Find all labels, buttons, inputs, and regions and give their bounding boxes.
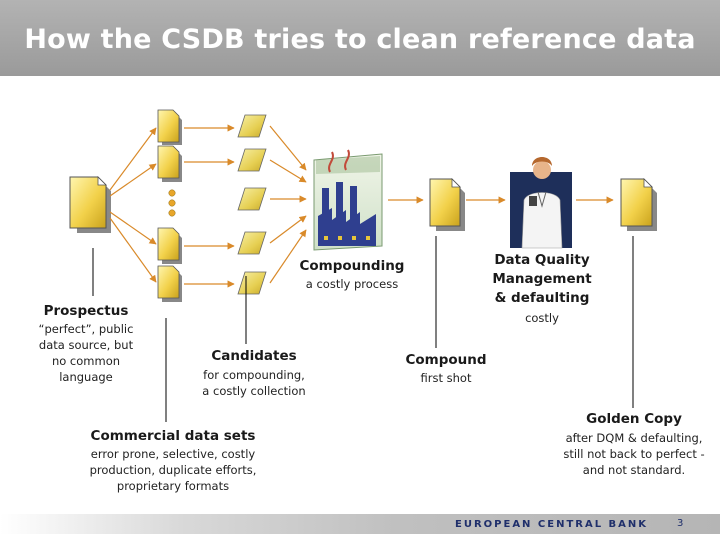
parallelogram-icon bbox=[237, 148, 267, 172]
footer-bar bbox=[0, 514, 720, 534]
doctor-icon bbox=[510, 157, 572, 249]
compound-document-icon bbox=[429, 178, 465, 231]
compounding-label-group: Compounding a costly process bbox=[290, 258, 414, 292]
golden-desc-1: after DQM & defaulting, bbox=[565, 431, 703, 445]
dqm-desc: costly bbox=[525, 311, 559, 325]
prospectus-label: Prospectus bbox=[43, 303, 129, 319]
parallelogram-icon bbox=[237, 114, 267, 138]
dqm-label-1: Data Quality bbox=[494, 252, 590, 268]
document-icon bbox=[157, 145, 182, 182]
candidates-desc-2: a costly collection bbox=[202, 384, 306, 398]
title-bar bbox=[0, 0, 720, 76]
candidates-desc-1: for compounding, bbox=[203, 368, 305, 382]
parallelogram-icon bbox=[237, 231, 267, 255]
arrows-commercial bbox=[184, 124, 235, 288]
prospectus-document-icon bbox=[69, 176, 111, 233]
compound-label: Compound bbox=[405, 352, 487, 368]
commercial-desc-2: production, duplicate efforts, bbox=[89, 463, 257, 477]
arrows-prospectus bbox=[109, 127, 157, 283]
golden-copy-document-icon bbox=[620, 178, 657, 231]
parallelogram-icon bbox=[237, 271, 267, 295]
compound-label-group: Compound first shot bbox=[392, 352, 500, 386]
commercial-label-group: Commercial data sets error prone, select… bbox=[80, 428, 266, 494]
dqm-label-3: & defaulting bbox=[494, 290, 590, 306]
compounding-label: Compounding bbox=[299, 258, 405, 274]
arrows-candidates bbox=[269, 125, 307, 284]
candidates-column bbox=[237, 114, 267, 295]
commercial-desc-1: error prone, selective, costly bbox=[90, 447, 256, 461]
prospectus-label-group: Prospectus “perfect”, public data source… bbox=[30, 303, 142, 385]
candidates-label-group: Candidates for compounding, a costly col… bbox=[190, 348, 318, 399]
page-title: How the CSDB tries to clean reference da… bbox=[24, 24, 696, 55]
commercial-label: Commercial data sets bbox=[90, 428, 256, 444]
compound-desc: first shot bbox=[420, 371, 472, 385]
prospectus-desc-3: no common bbox=[51, 354, 121, 368]
prospectus-desc-4: language bbox=[59, 370, 113, 384]
footer-bank-name: EUROPEAN CENTRAL BANK bbox=[455, 519, 649, 530]
commercial-desc-3: proprietary formats bbox=[116, 479, 230, 493]
commercial-documents-column bbox=[157, 109, 182, 302]
document-icon bbox=[157, 109, 182, 145]
factory-icon bbox=[313, 149, 383, 251]
connector-lines bbox=[92, 236, 634, 422]
dqm-label-2: Management bbox=[492, 271, 592, 287]
parallelogram-icon bbox=[237, 187, 267, 211]
dqm-label-group: Data Quality Management & defaulting cos… bbox=[480, 251, 604, 326]
ellipsis-dots bbox=[168, 189, 176, 217]
candidates-label: Candidates bbox=[211, 348, 297, 364]
golden-desc-3: and not standard. bbox=[582, 463, 686, 477]
prospectus-desc-2: data source, but bbox=[38, 338, 134, 352]
document-icon bbox=[157, 265, 182, 302]
compounding-desc: a costly process bbox=[305, 277, 399, 291]
page-number: 3 bbox=[677, 518, 684, 529]
prospectus-desc-1: “perfect”, public bbox=[38, 322, 134, 336]
document-icon bbox=[157, 227, 182, 264]
golden-desc-2: still not back to perfect - bbox=[563, 447, 705, 461]
golden-label: Golden Copy bbox=[586, 411, 682, 427]
golden-label-group: Golden Copy after DQM & defaulting, stil… bbox=[548, 411, 720, 478]
